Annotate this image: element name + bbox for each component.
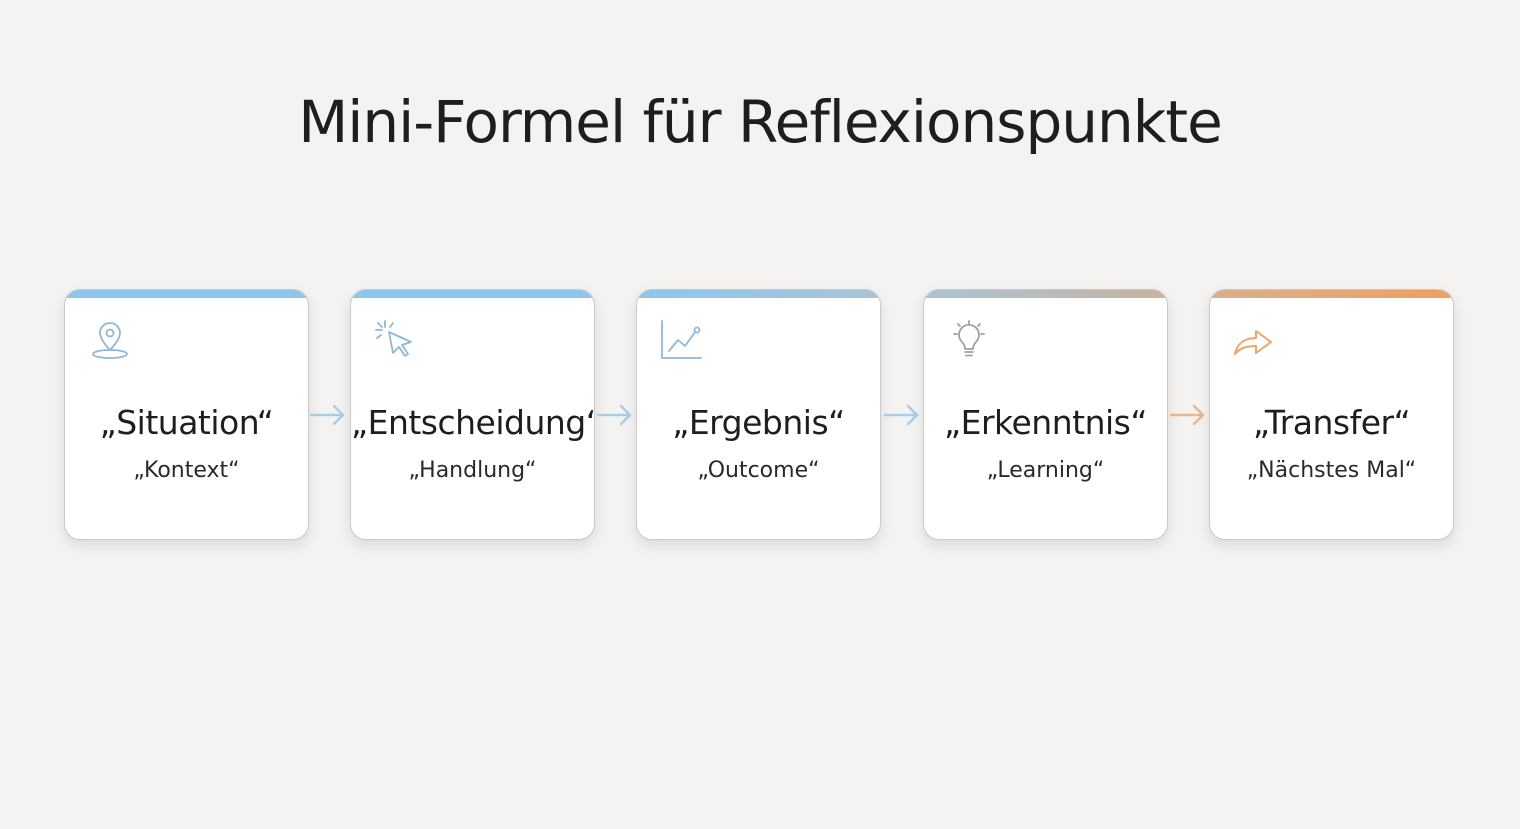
lightbulb-icon [953, 320, 985, 357]
card-accent-bar [1210, 290, 1453, 298]
step-subtitle: „Kontext“ [133, 458, 240, 483]
step-card-transfer: „Transfer“ „Nächstes Mal“ [1209, 289, 1454, 540]
step-title: „Transfer“ [1252, 403, 1411, 442]
forward-arrow-icon [1234, 330, 1272, 355]
card-accent-bar [637, 290, 880, 298]
cursor-click-icon [375, 320, 412, 357]
step-card-decision: „Entscheidung“ „Handlung“ [350, 289, 595, 540]
step-title: „Ergebnis“ [672, 403, 845, 442]
step-card-situation: „Situation“ „Kontext“ [64, 289, 309, 540]
connector-arrow-icon [1169, 404, 1205, 426]
card-accent-bar [65, 290, 308, 298]
connector-arrow-icon [883, 404, 919, 426]
step-card-result: „Ergebnis“ „Outcome“ [636, 289, 881, 540]
step-subtitle: „Nächstes Mal“ [1246, 458, 1417, 483]
card-accent-bar [351, 290, 594, 298]
step-card-insight: „Erkenntnis“ „Learning“ [923, 289, 1168, 540]
step-title: „Entscheidung“ [351, 403, 595, 442]
card-accent-bar [924, 290, 1167, 298]
step-title: „Situation“ [99, 403, 274, 442]
step-subtitle: „Handlung“ [408, 458, 537, 483]
step-subtitle: „Outcome“ [697, 458, 820, 483]
chart-line-icon [661, 320, 702, 359]
location-pin-icon [92, 322, 128, 359]
page-title: Mini-Formel für Reflexionspunkte [298, 88, 1223, 156]
step-subtitle: „Learning“ [986, 458, 1105, 483]
step-title: „Erkenntnis“ [944, 403, 1147, 442]
connector-arrow-icon [309, 404, 345, 426]
connector-arrow-icon [596, 404, 632, 426]
